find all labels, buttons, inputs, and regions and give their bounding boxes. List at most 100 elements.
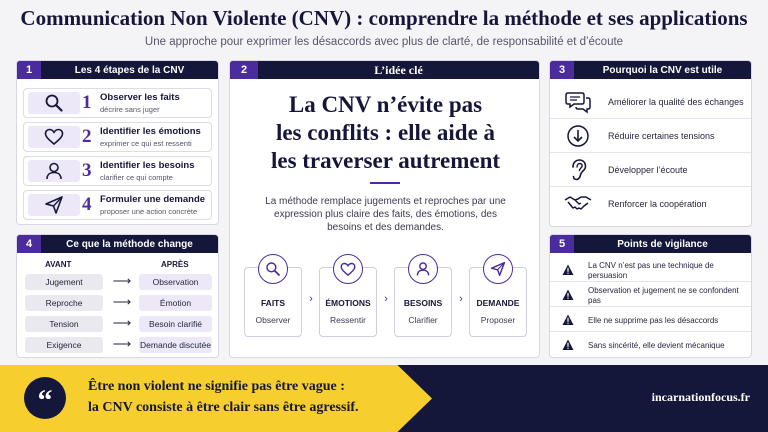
panel-title: L’idée clé [374,62,423,77]
benefit-item: Développer l’écoute [550,153,751,187]
step-number: 3 [82,160,92,181]
magnifier-icon [258,254,288,284]
flow-step-emotions: ÉMOTIONS Ressentir [319,254,377,337]
benefits-panel: 3 Pourquoi la CNV est utile Améliorer la… [549,60,752,227]
after-column-header: APRÈS [161,260,189,269]
before-cell: Tension [25,316,103,332]
headline-line: La CNV n’évite pas [288,92,483,117]
steps-panel-header: 1 Les 4 étapes de la CNV [17,61,218,79]
person-icon [408,254,438,284]
panel-title: Ce que la méthode change [66,238,193,250]
handshake-icon [564,191,592,217]
warning-icon [562,339,574,350]
heart-icon [28,126,80,148]
vigilance-item: Observation et jugement ne se confondent… [550,284,751,307]
after-cell: Demande discutée [139,337,212,353]
panel-number: 1 [17,61,41,79]
page-subtitle: Une approche pour exprimer les désaccord… [144,36,624,48]
quote-box: “ Être non violent ne signifie pas être … [0,365,432,432]
flow-step-subtitle: Observer [255,315,291,325]
panel-number: 2 [230,61,258,79]
before-cell: Jugement [25,274,103,290]
flow-step-title: BESOINS [403,298,443,308]
benefits-panel-header: 3 Pourquoi la CNV est utile [550,61,751,79]
flow-step-besoins: BESOINS Clarifier [394,254,452,337]
flow-step-subtitle: Clarifier [408,315,438,325]
headline-line: les traverser autrement [270,148,501,173]
after-cell: Observation [139,274,212,290]
step-title: Observer les faits [100,92,180,103]
steps-panel: 1 Les 4 étapes de la CNV 1 Observer les … [16,60,219,225]
vigilance-text: Elle ne supprime pas les désaccords [588,315,719,325]
warning-icon [562,289,574,300]
panel-number: 3 [550,61,574,79]
benefit-item: Réduire certaines tensions [550,119,751,153]
chevron-right-icon: › [384,293,388,305]
flow-step-title: ÉMOTIONS [325,298,371,308]
step-subtitle: clarifier ce qui compte [100,173,173,182]
magnifier-icon [28,92,80,114]
after-cell: Émotion [139,295,212,311]
right-arrow-icon: ⟶ [112,336,132,351]
flow-step-title: DEMANDE [476,298,520,308]
step-title: Formuler une demande [100,194,206,205]
step-number: 4 [82,194,92,215]
vigilance-text: Sans sincérité, elle devient mécanique [588,340,725,350]
panel-number: 4 [17,235,41,253]
panel-title: Les 4 étapes de la CNV [74,64,185,76]
flow-step-title: FAITS [260,298,286,308]
step-item: 2 Identifier les émotions exprimer ce qu… [23,122,212,152]
benefit-text: Réduire certaines tensions [608,130,715,141]
chevron-right-icon: › [459,293,463,305]
heart-icon [333,254,363,284]
step-title: Identifier les besoins [100,160,195,171]
right-arrow-icon: ⟶ [112,294,132,309]
vigilance-item: La CNV n’est pas une technique de persua… [550,259,751,282]
down-arrow-circle-icon [564,123,592,149]
flow-step-subtitle: Proposer [480,315,516,325]
step-number: 2 [82,126,92,147]
benefit-item: Renforcer la coopération [550,187,751,221]
quote-line: Être non violent ne signifie pas être va… [88,379,345,394]
step-title: Identifier les émotions [100,126,201,137]
after-cell: Besoin clarifié [139,316,212,332]
step-item: 1 Observer les faits décrire sans juger [23,88,212,118]
headline-line: les conflits : elle aide à [275,120,496,145]
changes-panel: 4 Ce que la méthode change AVANT APRÈS J… [16,234,219,358]
benefit-text: Renforcer la coopération [608,198,707,209]
step-number: 1 [82,92,92,113]
flow-step-subtitle: Ressentir [330,315,366,325]
quote-line: la CNV consiste à être clair sans être a… [88,400,359,415]
panel-title: Points de vigilance [617,238,708,250]
key-idea-description: La méthode remplace jugements et reproch… [265,196,506,233]
right-arrow-icon: ⟶ [112,315,132,330]
vigilance-panel-header: 5 Points de vigilance [550,235,751,253]
chevron-right-icon: › [309,293,313,305]
step-subtitle: proposer une action concrète [100,207,198,216]
vigilance-text: Observation et jugement ne se confondent… [588,285,739,305]
key-idea-headline: La CNV n’évite pas les conflits : elle a… [230,91,539,175]
quote-mark-icon: “ [24,377,66,419]
warning-icon [562,264,574,275]
panel-title: Pourquoi la CNV est utile [602,64,723,76]
before-column-header: AVANT [45,260,72,269]
benefit-text: Développer l’écoute [608,164,688,175]
benefit-text: Améliorer la qualité des échanges [608,96,744,107]
footer-banner: “ Être non violent ne signifie pas être … [0,365,768,432]
key-idea-panel: 2 L’idée clé La CNV n’évite pas les conf… [229,60,540,358]
vigilance-item: Elle ne supprime pas les désaccords [550,309,751,332]
vigilance-text: La CNV n’est pas une technique de persua… [588,260,714,280]
key-idea-panel-header: 2 L’idée clé [230,61,539,79]
chat-bubbles-icon [564,89,592,115]
before-cell: Reproche [25,295,103,311]
person-icon [28,160,80,182]
step-subtitle: décrire sans juger [100,105,160,114]
right-arrow-icon: ⟶ [112,273,132,288]
changes-panel-header: 4 Ce que la méthode change [17,235,218,253]
benefit-item: Améliorer la qualité des échanges [550,85,751,119]
site-link[interactable]: incarnationfocus.fr [651,390,750,404]
flow-step-faits: FAITS Observer [244,254,302,337]
before-cell: Exigence [25,337,103,353]
step-subtitle: exprimer ce qui est ressenti [100,139,192,148]
panel-number: 5 [550,235,574,253]
